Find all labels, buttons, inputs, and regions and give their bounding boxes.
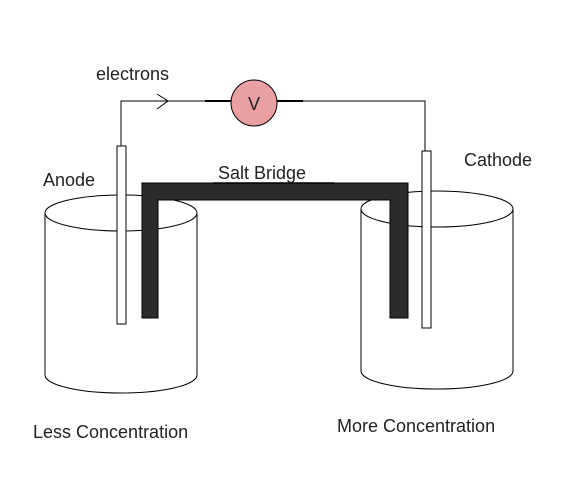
cathode-label: Cathode (464, 150, 532, 170)
more-concentration-label: More Concentration (337, 416, 495, 436)
less-concentration-label: Less Concentration (33, 422, 188, 442)
right-beaker-body (360, 208, 514, 390)
circuit-wire-right (278, 100, 426, 151)
voltmeter-symbol: V (248, 94, 260, 114)
salt-bridge (141, 182, 409, 319)
salt-bridge-label: Salt Bridge (218, 163, 306, 183)
anode-electrode (116, 145, 127, 325)
electrons-label: electrons (96, 64, 169, 84)
electron-flow-arrow-icon (156, 93, 169, 110)
circuit-wire-left (120, 100, 230, 146)
right-beaker (360, 190, 514, 390)
voltmeter: V (230, 79, 278, 127)
voltmeter-circle (230, 79, 278, 127)
anode-label: Anode (43, 170, 95, 190)
cathode-electrode (421, 150, 432, 329)
